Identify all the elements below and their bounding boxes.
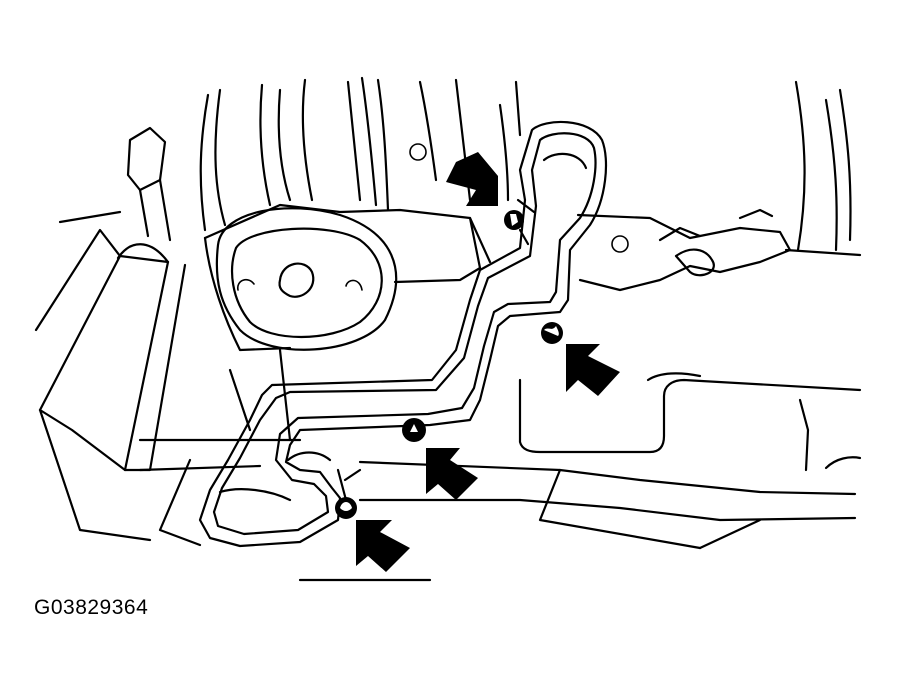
engine-block-outline — [34, 76, 862, 582]
callout-arrow-3 — [426, 448, 478, 500]
callout-arrow-4 — [356, 520, 410, 572]
bolt-3 — [402, 418, 426, 442]
bolt-4 — [335, 497, 357, 519]
oil-strainer-pipe — [198, 120, 608, 548]
figure-id-label: G03829364 — [34, 596, 149, 619]
bolt-1 — [504, 210, 524, 230]
callout-arrow-1 — [446, 152, 498, 206]
bolt-2 — [541, 322, 563, 344]
callout-arrow-2 — [566, 344, 620, 396]
